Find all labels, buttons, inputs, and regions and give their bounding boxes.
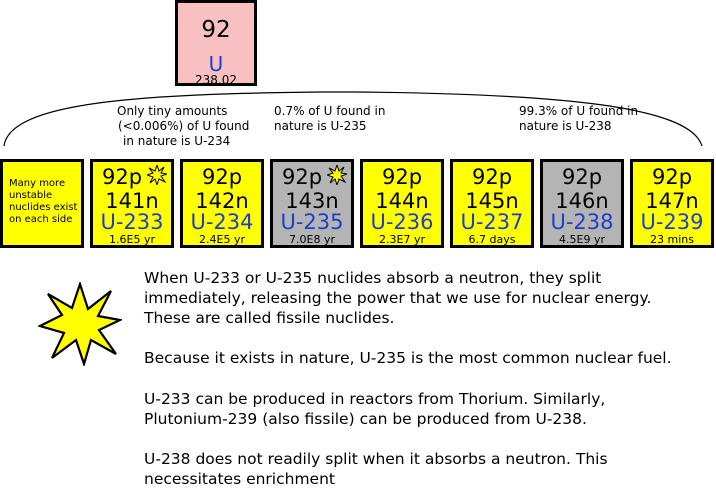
neutron-count: 142n [195,189,249,213]
proton-count: 92p [561,165,603,189]
explanation-line: necessitates enrichment [144,470,335,488]
note-u234-line: (<0.006%) of U found [118,119,250,133]
proton-count: 92p [101,165,143,189]
half-life: 1.6E5 yr [109,233,155,246]
atomic-number: 92 [201,17,231,43]
neutron-count: 147n [645,189,699,213]
explanation-line: When U-233 or U-235 nuclides absorb a ne… [144,269,602,287]
neutron-count: 144n [375,189,429,213]
half-life: 2.4E5 yr [199,233,245,246]
fissile-star-icon [147,165,167,185]
explanation-line: Plutonium-239 (also fissile) can be prod… [144,410,587,428]
explanation-line: These are called fissile nuclides. [144,309,395,327]
side-note-line: Many more [9,178,66,189]
half-life: 2.3E7 yr [379,233,425,246]
side-note-line: nuclides exist [9,202,78,213]
nuclide-name: U-234 [190,210,254,234]
atomic-mass: 238.02 [195,73,237,87]
explanation-line: Because it exists in nature, U-235 is th… [144,349,672,367]
side-note-box: Many more unstable nuclides exist on eac… [0,159,84,248]
explanation-paragraph-1: When U-233 or U-235 nuclides absorb a ne… [144,268,714,328]
note-u235-line: 0.7% of U found in [274,104,386,118]
neutron-count: 143n [285,189,339,213]
note-u234-line: in nature is U-234 [123,134,231,148]
brace-connector [3,91,703,147]
proton-count: 92p [381,165,423,189]
note-u235: 0.7% of U found in nature is U-235 [274,104,434,134]
half-life: 23 mins [650,233,694,246]
nuclide-name: U-237 [460,210,524,234]
side-note-text: Many more unstable nuclides exist on eac… [9,178,81,226]
half-life: 7.0E8 yr [289,233,335,246]
proton-count: 92p [281,165,323,189]
nuclide-name: U-233 [100,210,164,234]
explanation-paragraph-3: U-233 can be produced in reactors from T… [144,389,714,429]
proton-count: 92p [651,165,693,189]
note-u238: 99.3% of U found in nature is U-238 [519,104,679,134]
note-u234-line: Only tiny amounts [117,104,228,118]
explanation-line: U-233 can be produced in reactors from T… [144,390,606,408]
note-u235-line: nature is U-235 [274,119,367,133]
note-u234: Only tiny amounts (<0.006%) of U found i… [117,104,267,149]
element-symbol: U [208,52,224,76]
side-note-line: on each side [9,214,73,225]
note-u238-line: 99.3% of U found in [519,104,639,118]
half-life: 4.5E9 yr [559,233,605,246]
proton-count: 92p [201,165,243,189]
explanation-line: immediately, releasing the power that we… [144,289,652,307]
nuclide-name: U-236 [370,210,434,234]
explanation-line: U-238 does not readily split when it abs… [144,450,608,468]
neutron-count: 146n [555,189,609,213]
explosion-star-icon [38,282,122,366]
half-life: 6.7 days [468,233,516,246]
nuclide-name: U-235 [280,210,344,234]
explanation-paragraph-2: Because it exists in nature, U-235 is th… [144,348,714,368]
nuclide-name: U-239 [640,210,704,234]
neutron-count: 145n [465,189,519,213]
fissile-star-icon [327,165,347,185]
neutron-count: 141n [105,189,159,213]
element-uranium-box: 92 U 238.02 [175,0,257,87]
side-note-line: unstable [9,190,53,201]
explanation-paragraph-4: U-238 does not readily split when it abs… [144,449,714,489]
nuclide-name: U-238 [550,210,614,234]
proton-count: 92p [471,165,513,189]
note-u238-line: nature is U-238 [519,119,612,133]
